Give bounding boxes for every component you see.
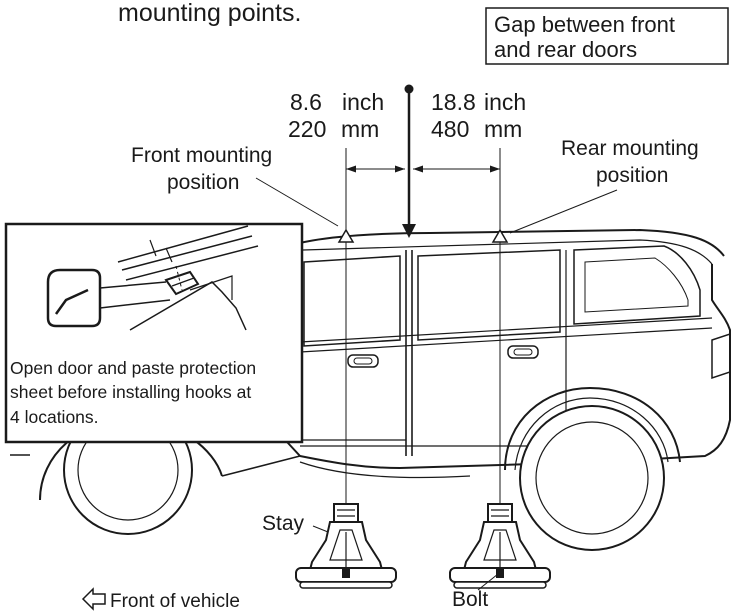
rear-offset-inch: 18.8 <box>431 89 476 115</box>
rear-offset-label: 18.8 inch 480 mm <box>431 89 526 142</box>
gap-label-box: Gap between front and rear doors <box>485 7 729 65</box>
bolt-label: Bolt <box>452 588 488 611</box>
front-mount-line1: Front mounting <box>131 144 272 167</box>
rear-wheel <box>519 405 665 551</box>
dimension-lines <box>345 148 501 518</box>
rear-mount-line2: position <box>596 164 668 187</box>
vehicle-body <box>274 228 731 479</box>
front-offset-inch-unit: inch <box>342 89 384 115</box>
front-mount-marker-icon <box>337 228 355 243</box>
inset-note-line2: sheet before installing hooks at <box>10 382 251 402</box>
inset-detail: Open door and paste protection sheet bef… <box>4 222 304 444</box>
front-offset-label: 8.6 inch 220 mm <box>288 89 384 142</box>
rear-door-handle <box>507 345 539 359</box>
front-offset-mm-unit: mm <box>341 116 379 142</box>
rear-stay <box>449 503 551 589</box>
front-door-handle <box>347 354 379 368</box>
door-gap-pointer <box>402 84 416 238</box>
rear-offset-mm: 480 <box>431 116 469 142</box>
front-mount-line2: position <box>167 171 239 194</box>
front-offset-inch: 8.6 <box>290 89 322 115</box>
top-note: mounting points. <box>118 0 301 27</box>
gap-label-line2: and rear doors <box>494 37 637 62</box>
rear-offset-inch-unit: inch <box>484 89 526 115</box>
rear-offset-mm-unit: mm <box>484 116 522 142</box>
direction-label: Front of vehicle <box>110 591 240 611</box>
gap-label-line1: Gap between front <box>494 12 675 37</box>
front-direction-indicator: Front of vehicle <box>81 587 240 611</box>
rear-mount-marker-icon <box>491 228 509 243</box>
front-stay <box>295 503 397 589</box>
inset-note-line3: 4 locations. <box>10 407 99 427</box>
front-offset-mm: 220 <box>288 116 326 142</box>
stay-label: Stay <box>262 512 305 535</box>
rear-mount-line1: Rear mounting <box>561 137 699 160</box>
arrow-left-outline-icon <box>81 587 106 611</box>
inset-note-line1: Open door and paste protection <box>10 358 256 378</box>
